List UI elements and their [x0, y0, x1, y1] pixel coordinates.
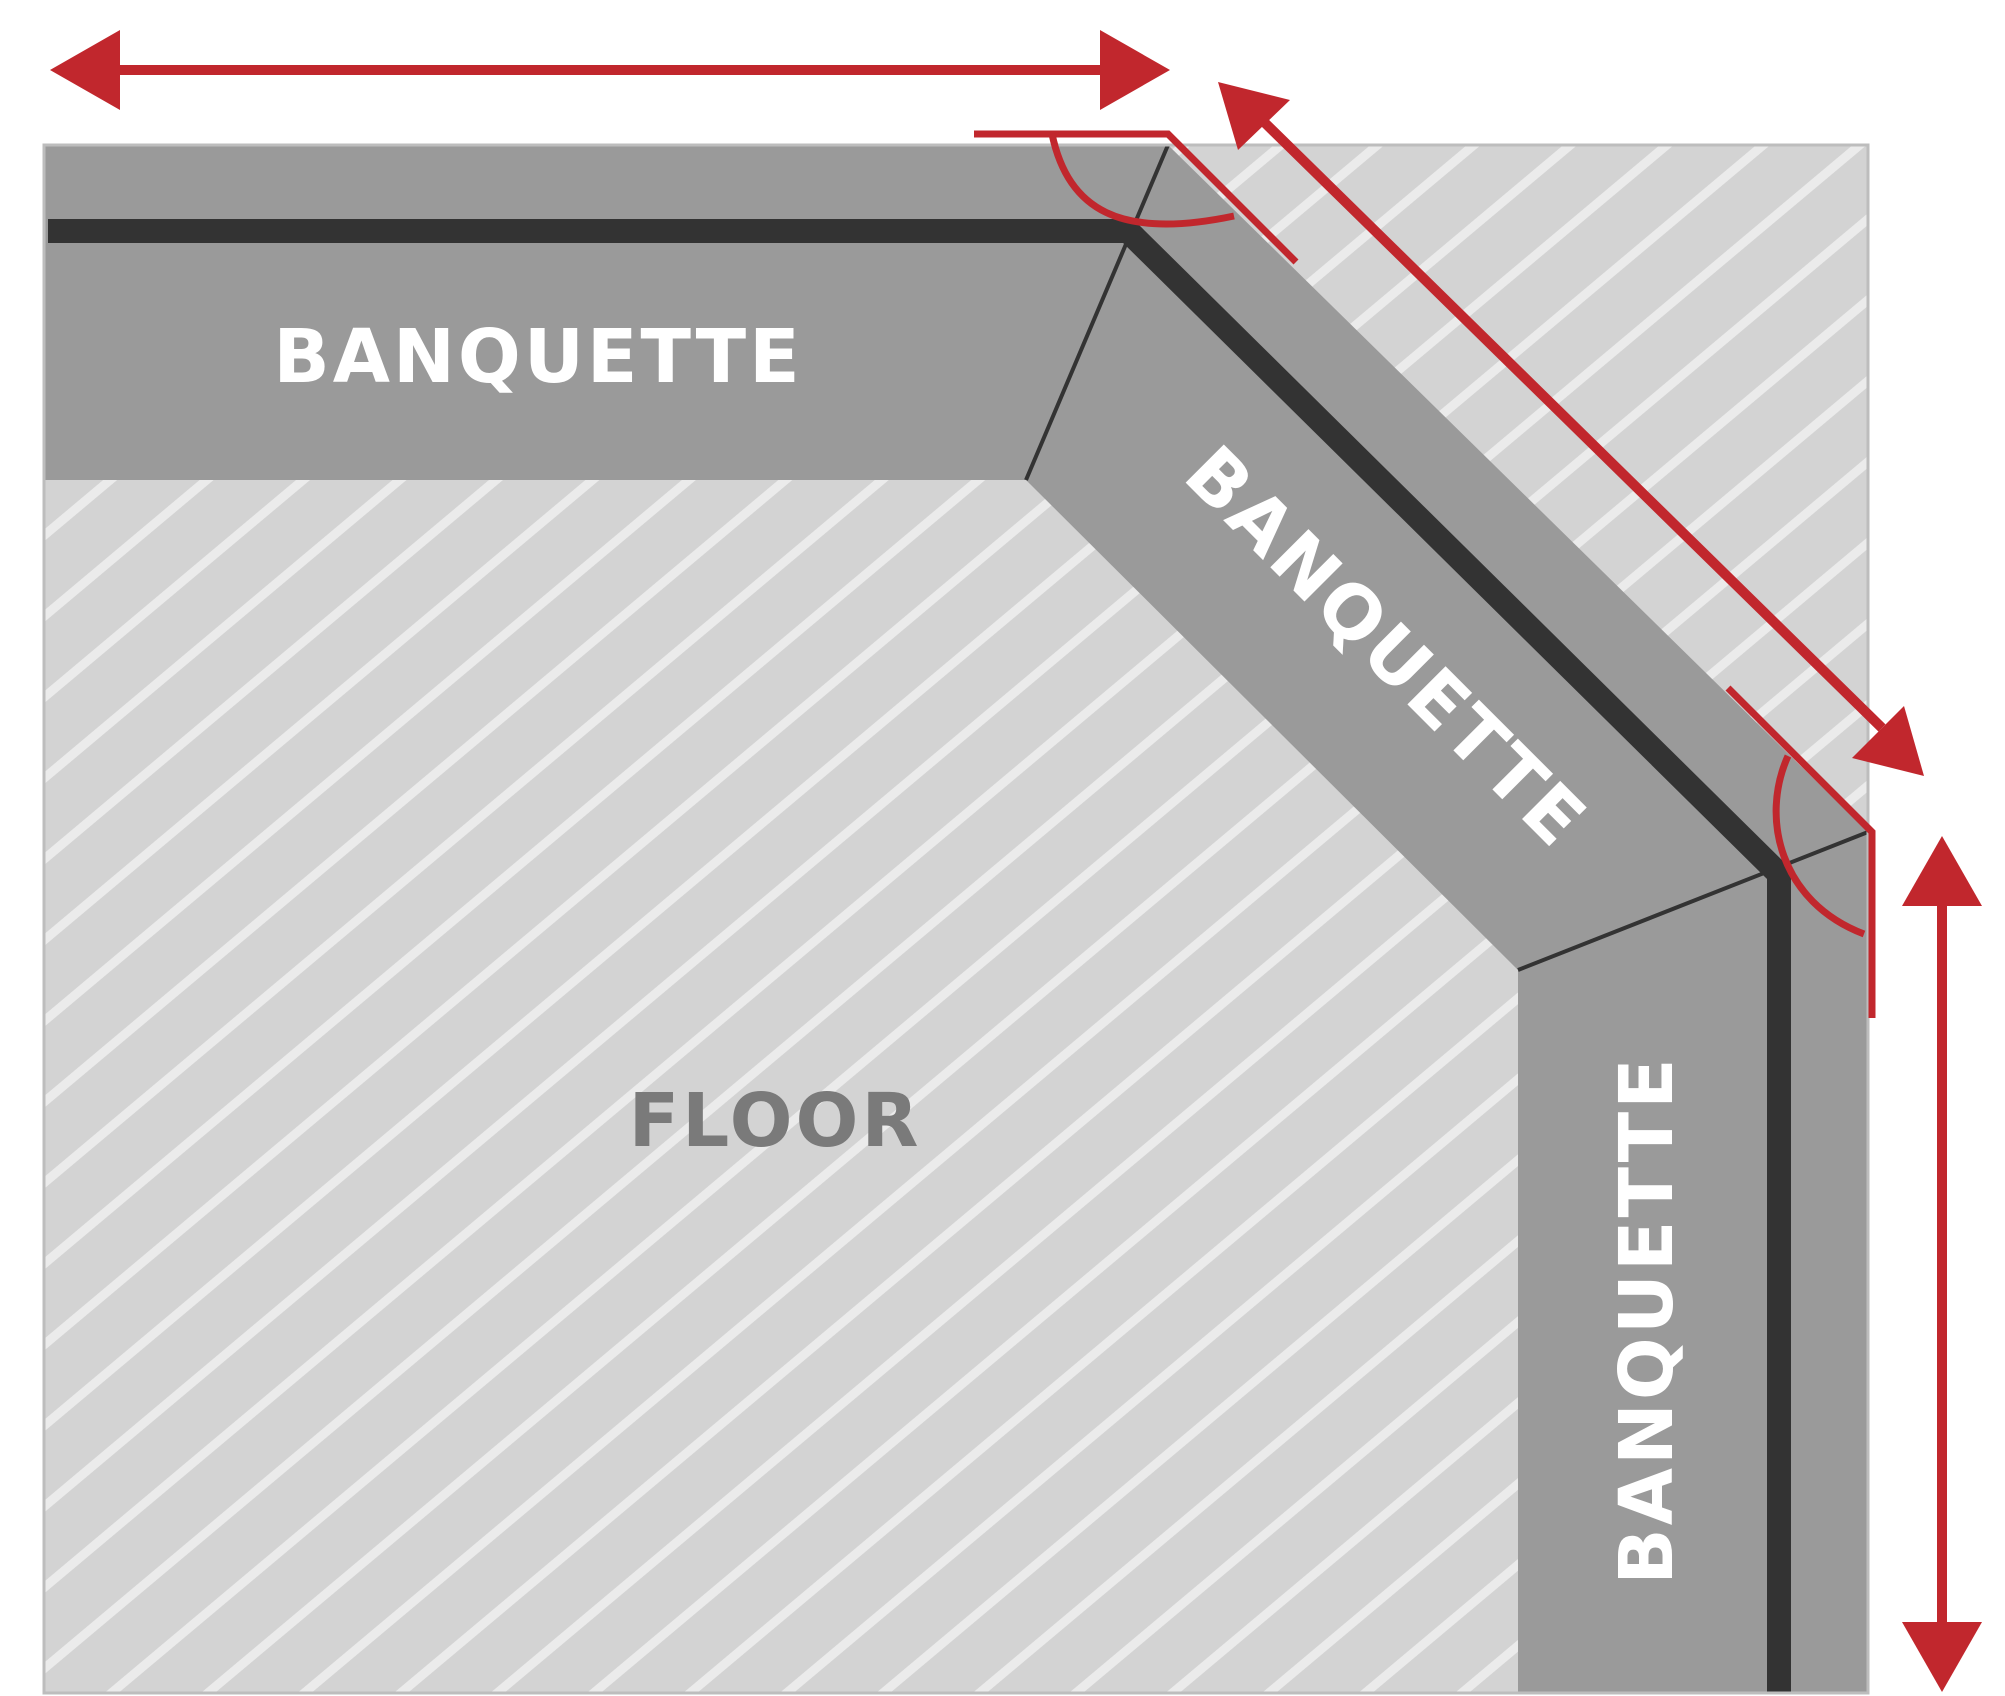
- dimension-arrow-top: [50, 30, 1170, 110]
- corner-angle-right: [1725, 685, 1876, 1018]
- room-outline: [42, 143, 1870, 1695]
- floor-label: FLOOR: [629, 1078, 922, 1164]
- corner-angle-top: [974, 130, 1299, 265]
- banquette-right-seat: [1518, 832, 1868, 1693]
- seam-bottom-right: [1517, 830, 1869, 972]
- dimension-arrow-right: [1902, 836, 1982, 1692]
- dimension-arrow-diagonal: [1218, 82, 1924, 776]
- banquette-top-label: BANQUETTE: [273, 314, 802, 400]
- banquette-top-seat: [44, 145, 1168, 480]
- banquette-right-label: BANQUETTE: [1604, 1055, 1690, 1584]
- banquette-back-edge: [48, 219, 1791, 1693]
- seam-top-left: [1024, 144, 1170, 481]
